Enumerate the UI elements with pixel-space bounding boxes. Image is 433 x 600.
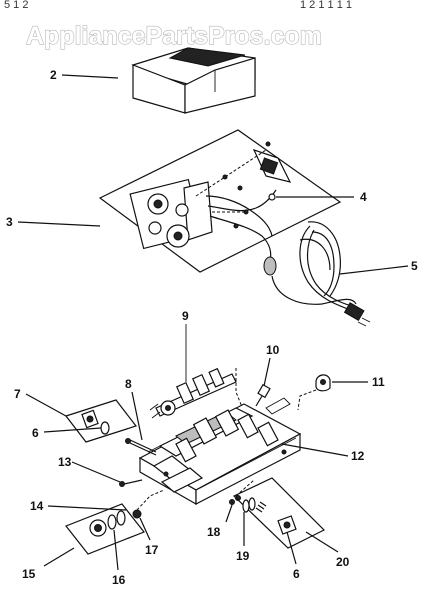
spring-guide-line: [235, 479, 255, 497]
leader-5: [339, 265, 409, 275]
part-9-cam-shaft: [149, 338, 237, 419]
part-12-base-assembly: [138, 397, 302, 506]
leader-17: [139, 517, 151, 541]
callout-11: 11: [372, 375, 385, 389]
leader-12: [281, 443, 349, 457]
part-3-control-assembly: [98, 129, 342, 276]
leader-2: [61, 74, 119, 79]
clip-guide-line: [297, 389, 317, 411]
top-fragment-left: 5 1 2: [4, 0, 28, 11]
cam-guide-line: [235, 368, 245, 413]
callout-16: 16: [112, 573, 126, 587]
callout-6a: 6: [32, 426, 39, 440]
leader-13: [71, 461, 121, 483]
leader-6a: [43, 427, 102, 433]
ball-guide-line: [136, 489, 165, 511]
callout-14: 14: [30, 499, 44, 513]
part-13-screw: [119, 479, 143, 487]
callout-18: 18: [207, 525, 221, 539]
leader-20: [305, 531, 339, 553]
leader-14: [47, 505, 127, 511]
leader-6b: [286, 531, 297, 565]
callout-4: 4: [360, 190, 367, 204]
callout-5: 5: [411, 259, 418, 273]
leader-15: [43, 547, 75, 567]
part-5-power-cord: [271, 221, 371, 327]
leader-7: [25, 393, 67, 417]
callout-7: 7: [14, 387, 21, 401]
callout-12: 12: [351, 449, 365, 463]
callout-20: 20: [336, 555, 350, 569]
callout-15: 15: [22, 567, 36, 581]
part-2-box: [131, 47, 256, 114]
part-10-screw: [255, 383, 271, 407]
leader-18: [225, 504, 233, 523]
watermark-text: AppliancePartsPros.com: [26, 22, 322, 50]
part-15-inset: [65, 503, 145, 555]
callout-17: 17: [145, 543, 159, 557]
top-fragment-right: 1 2 1 1 1 1: [300, 0, 352, 11]
callout-3: 3: [6, 215, 13, 229]
part-4-grommet: [268, 193, 276, 201]
part-8-pin: [125, 438, 157, 456]
callout-10: 10: [266, 343, 280, 357]
leader-3: [17, 221, 101, 227]
part-17-ball: [132, 509, 142, 519]
leader-10: [263, 357, 271, 387]
leader-16: [113, 529, 119, 571]
callout-6b: 6: [293, 567, 300, 581]
callout-9: 9: [182, 309, 189, 323]
callout-13: 13: [58, 455, 72, 469]
part-11-clip: [315, 374, 331, 392]
part-7-inset: [65, 399, 137, 443]
callout-19: 19: [236, 549, 250, 563]
callout-8: 8: [125, 377, 132, 391]
part-20-inset: [232, 477, 326, 549]
callout-2: 2: [50, 68, 57, 82]
leader-8: [131, 391, 143, 441]
